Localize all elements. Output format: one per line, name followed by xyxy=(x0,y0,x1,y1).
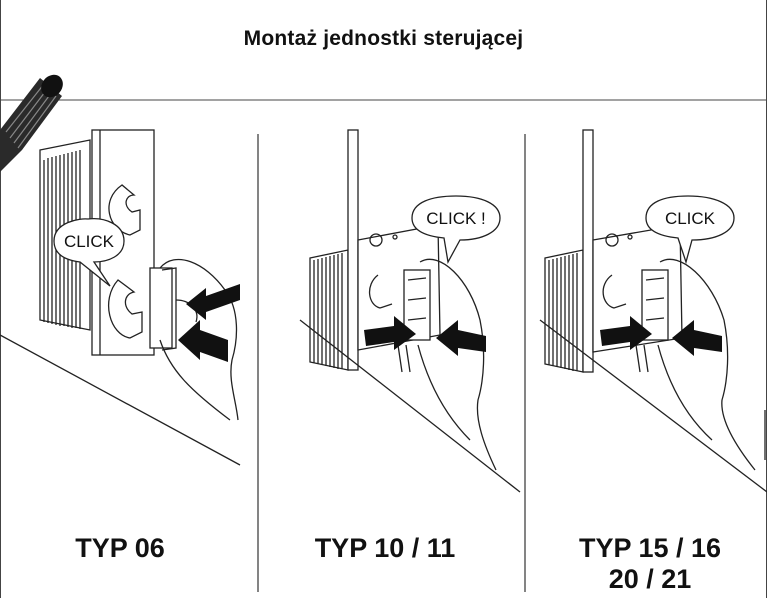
label-typ-10-11: TYP 10 / 11 xyxy=(280,533,490,564)
panel-1-drawing xyxy=(0,129,241,466)
callout-text-3: CLICK xyxy=(665,209,716,228)
label-typ-06: TYP 06 xyxy=(20,533,220,564)
label-line: TYP 15 / 16 xyxy=(578,533,722,563)
callout-text-2: CLICK ! xyxy=(426,209,486,228)
radiator-fins-3 xyxy=(544,249,584,373)
label-line: TYP 10 / 11 xyxy=(314,533,456,563)
callout-bubble-1: CLICK xyxy=(53,218,125,287)
pen-icon xyxy=(0,74,63,172)
page-title: Montaż jednostki sterującej xyxy=(243,27,524,50)
callout-text-1: CLICK xyxy=(64,232,115,251)
radiator-fins-2 xyxy=(309,249,349,371)
panel-2-drawing xyxy=(299,129,521,493)
label-line: 20 / 21 xyxy=(608,564,692,594)
label-line: TYP 06 xyxy=(75,533,165,563)
label-typ-15-16-20-21: TYP 15 / 16 20 / 21 xyxy=(545,533,755,595)
callout-bubble-2: CLICK ! xyxy=(411,195,501,264)
callout-bubble-3: CLICK xyxy=(645,195,735,265)
panel-3-drawing xyxy=(539,129,767,493)
page-header: Montaż jednostki sterującej xyxy=(0,0,767,100)
